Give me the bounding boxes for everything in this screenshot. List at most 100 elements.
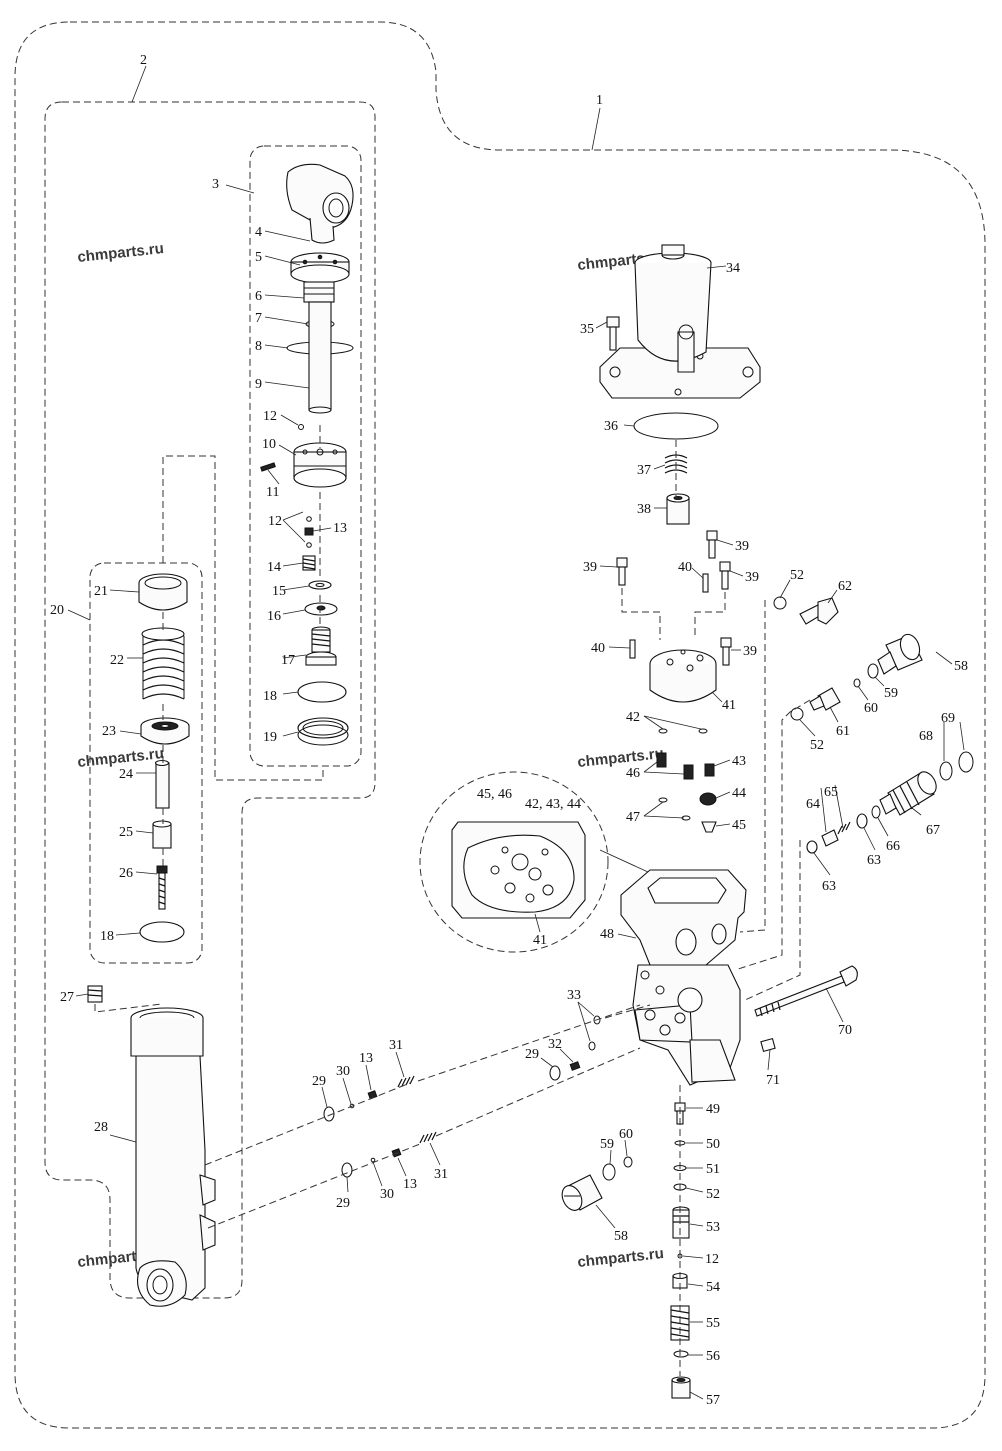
part-10-piston: [293, 442, 347, 488]
callout-12c: 12: [705, 1252, 719, 1267]
callout-30a: 30: [336, 1064, 350, 1079]
callout-46: 46: [626, 766, 640, 781]
callout-20: 20: [50, 603, 64, 618]
part-32-spring: [569, 1061, 581, 1071]
part-24-rod: [154, 759, 170, 809]
part-68-ring: [939, 761, 953, 781]
callout-29a: 29: [312, 1074, 326, 1089]
callout-36: 36: [604, 419, 618, 434]
callout-43: 43: [732, 754, 746, 769]
callout-17: 17: [281, 653, 295, 668]
callout-63a: 63: [867, 853, 881, 868]
callout-15: 15: [272, 584, 286, 599]
part-23-cap: [140, 717, 190, 745]
callout-51: 51: [706, 1162, 720, 1177]
callout-39b: 39: [735, 539, 749, 554]
part-39-bolts: [616, 530, 732, 666]
callout-56: 56: [706, 1349, 720, 1364]
callout-29c: 29: [525, 1047, 539, 1062]
detail-leader: [599, 849, 649, 873]
assembly-3-20-link: [162, 455, 324, 781]
callout-18a: 18: [263, 689, 277, 704]
callout-45-46: 45, 46: [477, 787, 512, 802]
callout-64: 64: [806, 797, 820, 812]
callout-39c: 39: [745, 570, 759, 585]
part-71-plug: [760, 1037, 776, 1053]
callout-53: 53: [706, 1220, 720, 1235]
part-29-rings: [323, 1065, 561, 1178]
callout-58b: 58: [614, 1229, 628, 1244]
callout-3: 3: [212, 177, 219, 192]
part-27-leader: [94, 1003, 163, 1013]
part-43-46-springs: [656, 752, 715, 780]
callout-7: 7: [255, 311, 262, 326]
part-63-washers: [806, 813, 868, 854]
part-4-5-spool-top: [290, 252, 350, 284]
callout-39d: 39: [743, 644, 757, 659]
watermark-1: chmparts.ru: [77, 240, 165, 266]
part-16-disc: [304, 602, 338, 616]
part-58-cartridge-b: [561, 1174, 603, 1211]
part-17-bolt: [305, 626, 337, 666]
part-59-ring-b: [602, 1163, 616, 1181]
callout-24: 24: [119, 767, 133, 782]
assembly-20-boundary: [89, 562, 203, 964]
callout-40b: 40: [591, 641, 605, 656]
assembly-2-boundary: [44, 101, 376, 1299]
part-40-pins: [629, 573, 709, 659]
callout-52b: 52: [810, 738, 824, 753]
part-27-plug: [87, 985, 103, 1003]
callout-1: 1: [596, 93, 603, 108]
callout-42-43-44: 42, 43, 44: [525, 797, 581, 812]
bolt-leaders: [621, 588, 661, 640]
watermark-4: chmparts.ru: [577, 745, 665, 771]
part-60-ring-b: [623, 1156, 633, 1168]
part-67-cartridge: [879, 771, 937, 816]
callout-13c: 13: [403, 1177, 417, 1192]
part-66-ring: [871, 805, 881, 819]
part-9-spool-shaft: [308, 301, 332, 414]
part-41-valve-cover: [649, 649, 717, 703]
callout-49: 49: [706, 1102, 720, 1117]
callout-68: 68: [919, 729, 933, 744]
callout-52c: 52: [706, 1187, 720, 1202]
part-26-bolt: [156, 865, 168, 910]
callout-44: 44: [732, 786, 746, 801]
callout-2: 2: [140, 53, 147, 68]
part-42-balls: [658, 728, 708, 734]
callout-12a: 12: [263, 409, 277, 424]
part-31-springs: [397, 1075, 437, 1144]
callout-54: 54: [706, 1280, 720, 1295]
assembly-lines: [162, 425, 811, 1376]
callout-69: 69: [941, 711, 955, 726]
detail-41-cross-section: [451, 821, 586, 919]
callout-65: 65: [824, 785, 838, 800]
part-12-ball-a: [298, 424, 304, 430]
part-36-o-ring: [633, 412, 719, 440]
callout-52a: 52: [790, 568, 804, 583]
part-18-seal-a: [297, 681, 347, 703]
callout-30b: 30: [380, 1187, 394, 1202]
part-57-plug: [671, 1376, 691, 1399]
callout-42: 42: [626, 710, 640, 725]
callout-57: 57: [706, 1393, 720, 1408]
bolt-leaders-2: [694, 592, 726, 638]
callout-71: 71: [766, 1073, 780, 1088]
callout-45: 45: [732, 818, 746, 833]
callout-55: 55: [706, 1316, 720, 1331]
callout-leaders: [67, 65, 965, 1400]
part-58-cartridge-a: [877, 633, 923, 675]
callout-18b: 18: [100, 929, 114, 944]
part-62-plug: [799, 597, 839, 625]
part-38-sleeve: [666, 493, 690, 525]
watermark-6: chmparts.ru: [577, 1245, 665, 1271]
callout-9: 9: [255, 377, 262, 392]
callout-29b: 29: [336, 1196, 350, 1211]
part-48-valve-body: [620, 869, 747, 1086]
callout-31a: 31: [389, 1038, 403, 1053]
part-13-plugs: [367, 1090, 402, 1158]
callout-59a: 59: [884, 686, 898, 701]
callout-41b: 41: [533, 933, 547, 948]
callout-26: 26: [119, 866, 133, 881]
part-56-ring: [673, 1350, 689, 1358]
